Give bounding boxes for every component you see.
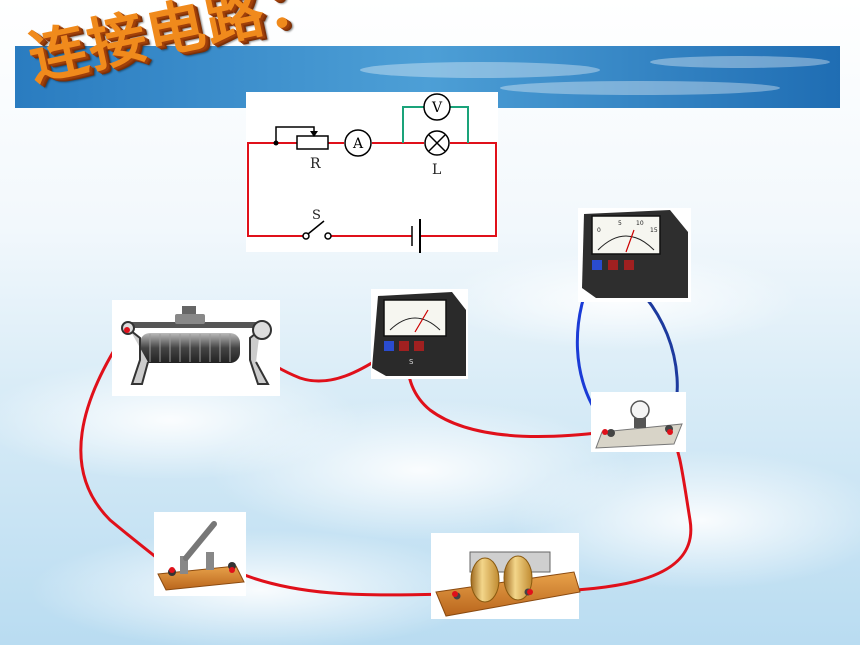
ammeter-label: A (352, 136, 364, 152)
voltmeter-label: V (431, 100, 443, 116)
voltmeter-scale-5: 5 (618, 220, 622, 227)
ammeter-device[interactable]: S (371, 289, 468, 379)
switch-label: S (312, 208, 321, 223)
voltmeter-device[interactable]: 0 5 10 15 (578, 208, 691, 302)
wire-terminals (124, 327, 673, 597)
schematic-wire-loop (247, 142, 303, 237)
ammeter-terminal-letter: S (409, 358, 414, 366)
voltmeter-symbol (423, 93, 451, 121)
knife-switch-device[interactable] (154, 512, 246, 596)
voltmeter-scale-15: 15 (650, 227, 658, 234)
lamp-device[interactable] (591, 392, 686, 452)
rheostat-label: R (310, 156, 321, 172)
voltmeter-scale-10: 10 (636, 220, 644, 227)
battery-device[interactable] (431, 533, 581, 619)
rheostat-symbol (296, 135, 329, 150)
lamp-label: L (432, 162, 441, 178)
rheostat-device[interactable] (112, 300, 280, 396)
schematic-wire-right (420, 142, 497, 237)
schematic-panel (246, 92, 498, 252)
circuit-schematic: R A V L S (246, 92, 498, 253)
banner-cloud-streaks (360, 56, 830, 95)
ammeter-symbol (344, 129, 372, 157)
switch-symbol (307, 220, 325, 235)
voltmeter-scale-0: 0 (597, 227, 601, 234)
